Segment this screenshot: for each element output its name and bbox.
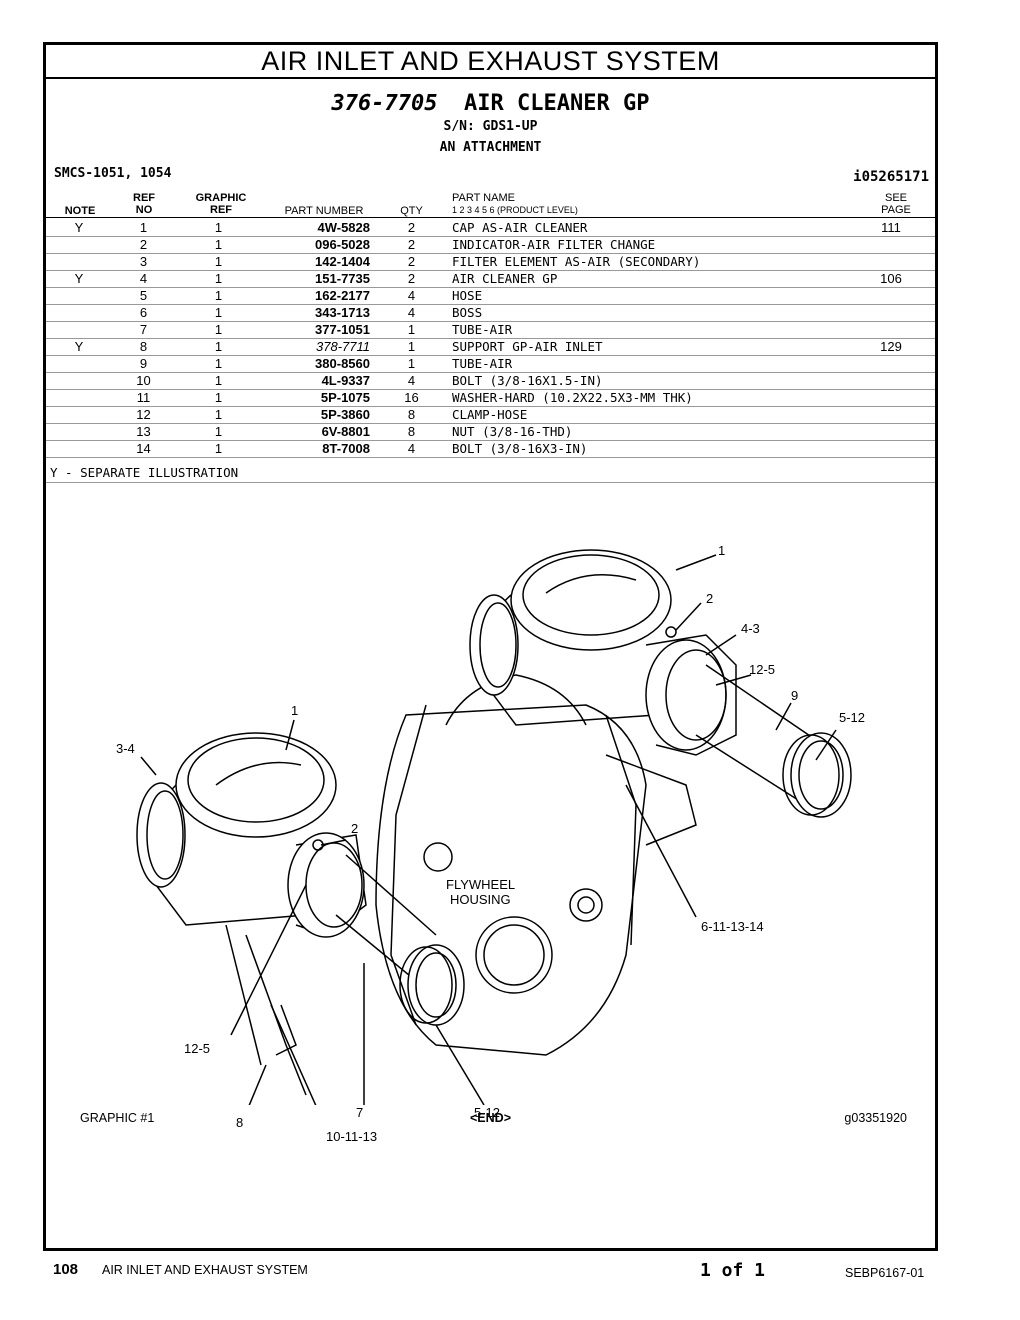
- callout-1-upper: 1: [718, 543, 726, 558]
- callout-3-4: 3-4: [116, 741, 135, 756]
- header-ref: REF NO: [126, 192, 162, 216]
- air-cleaner-illustration: [136, 549, 852, 1118]
- header-ref-top: REF: [133, 192, 155, 204]
- header-part-name: PART NAME 1 2 3 4 5 6 (PRODUCT LEVEL): [452, 192, 578, 216]
- flywheel-label-line2: HOUSING: [450, 892, 511, 907]
- callout-5-12-lower: 5-12: [474, 1105, 501, 1120]
- callout-9: 9: [791, 688, 799, 703]
- header-graphic-top: GRAPHIC: [195, 192, 247, 204]
- header-part-number: PART NUMBER: [284, 205, 364, 217]
- header-see-top: SEE: [884, 192, 907, 204]
- end-marker: <END>: [470, 1111, 511, 1125]
- header-ref-bottom: NO: [135, 204, 153, 216]
- header-see-page: SEE PAGE: [876, 192, 916, 216]
- callout-6-11-13-14: 6-11-13-14: [701, 919, 764, 934]
- exploded-view-drawing: 1 2 4-3 12-5 9 5-12 1 3-4 2 FLYWHEEL HOU…: [46, 485, 935, 1144]
- header-divider: [46, 217, 935, 218]
- callout-8: 8: [236, 1115, 244, 1130]
- header-graphic: GRAPHIC REF: [186, 192, 256, 216]
- header-see-bottom: PAGE: [881, 204, 911, 216]
- attachment-label: AN ATTACHMENT: [439, 140, 542, 155]
- page-frame: AIR INLET AND EXHAUST SYSTEM 376-7705 AI…: [43, 42, 938, 1251]
- smcs-codes: SMCS-1051, 1054: [54, 166, 172, 181]
- group-part-number: 376-7705: [331, 91, 438, 116]
- callout-10-11-13: 10-11-13: [326, 1129, 378, 1144]
- graphic-id: g03351920: [844, 1111, 907, 1125]
- flywheel-housing-label: FLYWHEEL HOUSING: [446, 877, 515, 907]
- group-title: 376-7705 AIR CLEANER GP: [46, 91, 935, 116]
- table-bottom-rule: [46, 482, 935, 483]
- header-part-name-label: PART NAME: [452, 192, 515, 204]
- callout-7: 7: [356, 1105, 364, 1120]
- callout-2-upper: 2: [706, 591, 714, 606]
- illustration-id: i05265171: [853, 169, 929, 185]
- group-name: AIR CLEANER GP: [464, 91, 650, 116]
- footer-page-of: 1 of 1: [700, 1260, 766, 1281]
- callout-5-12-upper: 5-12: [839, 710, 866, 725]
- callout-2-lower: 2: [351, 821, 359, 836]
- footer-page-number: 108: [53, 1261, 79, 1278]
- footer-title: AIR INLET AND EXHAUST SYSTEM: [102, 1263, 308, 1277]
- callout-12-5-upper: 12-5: [749, 662, 776, 677]
- separate-illustration-note: Y - SEPARATE ILLUSTRATION: [50, 465, 239, 480]
- callout-4-3: 4-3: [741, 621, 760, 636]
- section-title: AIR INLET AND EXHAUST SYSTEM: [46, 45, 935, 79]
- serial-range: S/N: GDS1-UP: [443, 119, 538, 134]
- footer-doc-id: SEBP6167-01: [845, 1266, 925, 1280]
- header-product-levels: 1 2 3 4 5 6 (PRODUCT LEVEL): [452, 205, 578, 215]
- header-graphic-bottom: REF: [210, 204, 232, 216]
- callout-1-lower: 1: [291, 703, 299, 718]
- header-note: NOTE: [64, 205, 96, 217]
- flywheel-label-line1: FLYWHEEL: [446, 877, 516, 892]
- graphic-label: GRAPHIC #1: [80, 1111, 155, 1125]
- header-qty: QTY: [400, 205, 423, 217]
- callout-12-5-lower: 12-5: [184, 1041, 211, 1056]
